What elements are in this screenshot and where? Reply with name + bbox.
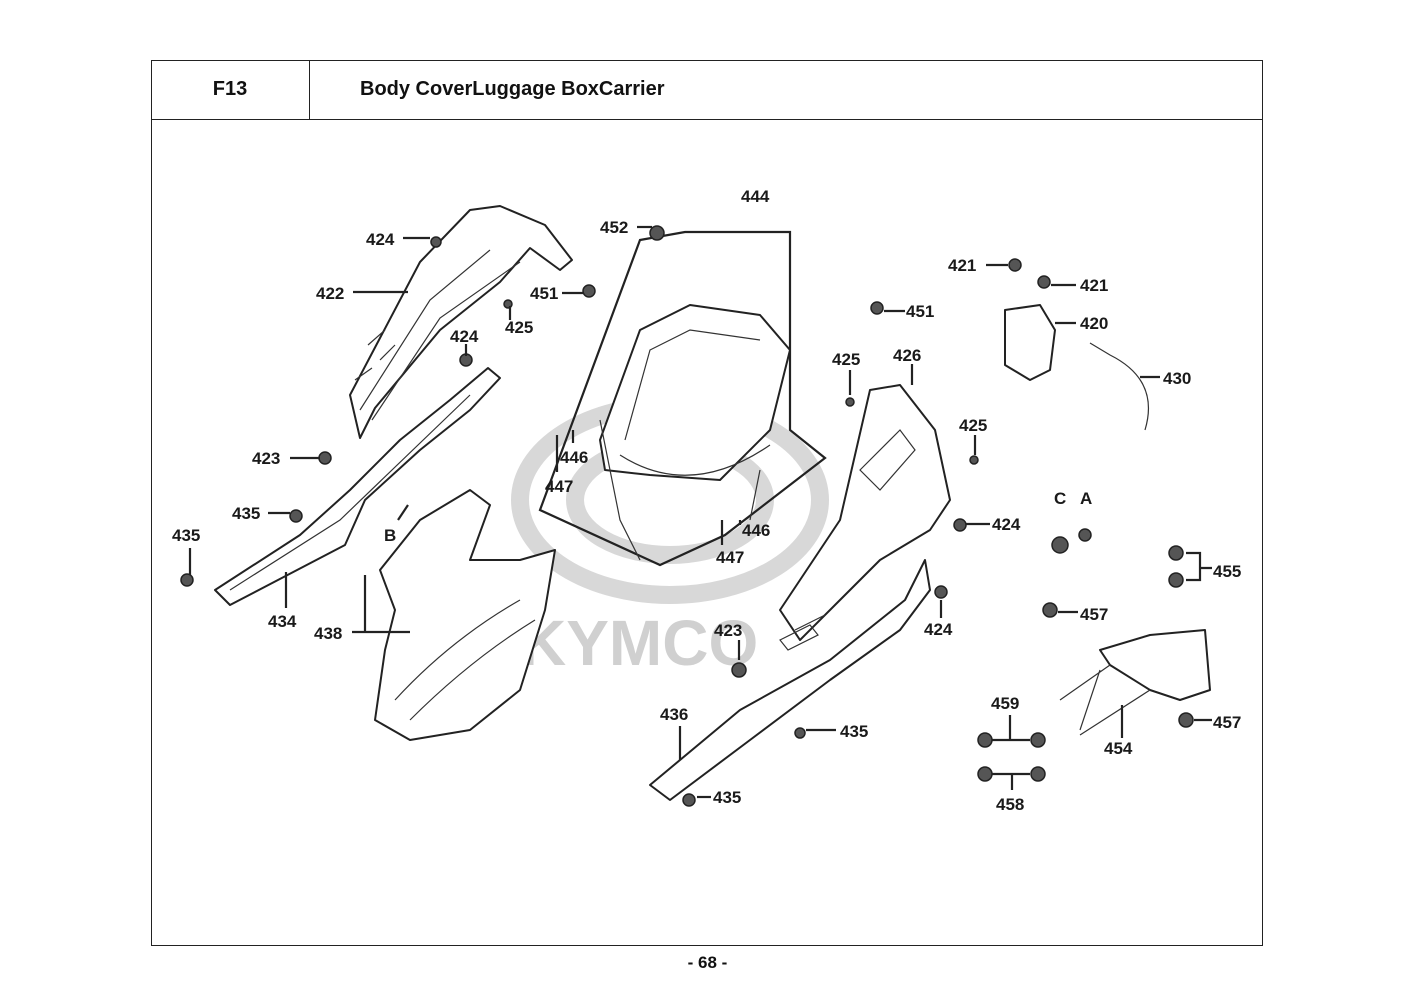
fastener-icons [180, 225, 1194, 807]
callout-454: 454 [1104, 739, 1133, 758]
section-code: F13 [151, 60, 310, 120]
callout-425-b: 425 [832, 350, 860, 369]
callout-435-d: 435 [713, 788, 741, 807]
part-434-side-rail [214, 367, 501, 606]
callout-435-c: 435 [840, 722, 868, 741]
callout-447-b: 447 [716, 548, 744, 567]
callout-B: B [384, 526, 396, 545]
callout-C: C [1054, 489, 1066, 508]
callout-423-a: 423 [252, 449, 280, 468]
kymco-watermark-logo: KYMCO [511, 396, 829, 679]
callout-446-a: 446 [560, 448, 588, 467]
callout-457-a: 457 [1080, 605, 1108, 624]
part-436-lower-cover [649, 559, 931, 801]
callout-435-b: 435 [172, 526, 200, 545]
callout-451-b: 451 [906, 302, 934, 321]
callout-424-c: 424 [992, 515, 1021, 534]
callout-458: 458 [996, 795, 1024, 814]
page-number: - 68 - [687, 953, 728, 972]
callout-430: 430 [1163, 369, 1191, 388]
callout-446-b: 446 [742, 521, 770, 540]
part-426-side-cover [779, 384, 951, 641]
callout-422: 422 [316, 284, 344, 303]
callout-457-b: 457 [1213, 713, 1241, 732]
callout-A: A [1080, 489, 1092, 508]
callout-447-a: 447 [545, 477, 573, 496]
callout-438: 438 [314, 624, 342, 643]
section-title: Body CoverLuggage BoxCarrier [310, 60, 1263, 120]
callout-421-b: 421 [1080, 276, 1108, 295]
callout-434: 434 [268, 612, 297, 631]
callout-452: 452 [600, 218, 628, 237]
callout-435-a: 435 [232, 504, 260, 523]
callout-444: 444 [741, 187, 770, 206]
callout-423-b: 423 [714, 621, 742, 640]
callout-455: 455 [1213, 562, 1241, 581]
callout-424-b: 424 [450, 327, 479, 346]
callout-424-d: 424 [924, 620, 953, 639]
callout-424-a: 424 [366, 230, 395, 249]
part-438-front-fender [374, 489, 556, 741]
part-422-upper-cover [349, 205, 573, 439]
callout-420: 420 [1080, 314, 1108, 333]
watermark-text: KYMCO [520, 607, 758, 679]
callout-425-a: 425 [505, 318, 533, 337]
callout-labels: 444 452 421 421 424 422 451 425 451 420 … [172, 187, 1241, 814]
callout-436: 436 [660, 705, 688, 724]
callout-459: 459 [991, 694, 1019, 713]
callout-451-a: 451 [530, 284, 558, 303]
part-454-carrier [1059, 629, 1211, 736]
diagram-frame [151, 60, 1263, 946]
callout-421-a: 421 [948, 256, 976, 275]
callout-425-c: 425 [959, 416, 987, 435]
leader-lines [188, 225, 1212, 799]
part-430-cable [1089, 342, 1149, 431]
callout-426: 426 [893, 346, 921, 365]
part-420-lock-bracket [1004, 304, 1056, 381]
